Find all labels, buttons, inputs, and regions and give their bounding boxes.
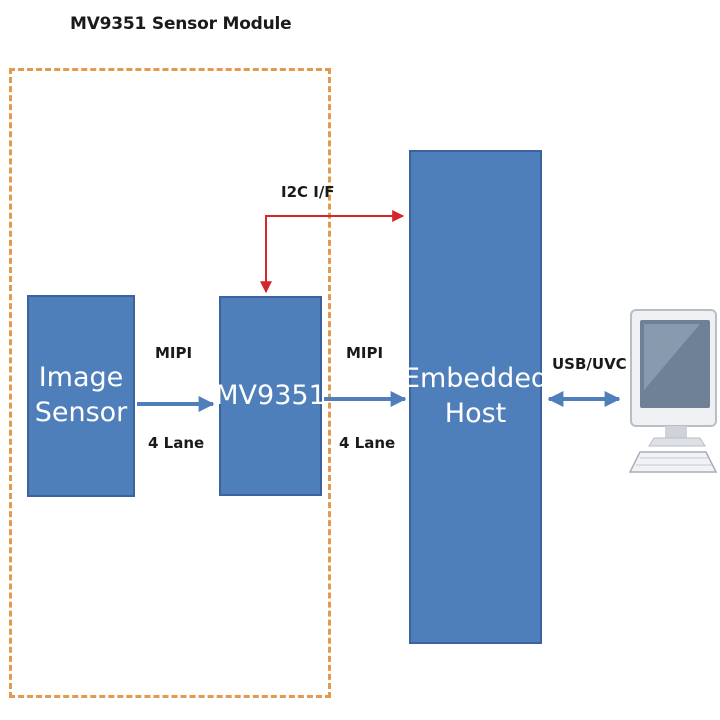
lane-label-2: 4 Lane xyxy=(339,434,396,452)
host-label-line2: Host xyxy=(444,398,507,429)
sensor-module-boundary xyxy=(9,68,331,698)
mv9351-label: MV9351 xyxy=(215,379,326,411)
i2c-label: I2C I/F xyxy=(281,183,335,201)
mipi-label-2: MIPI xyxy=(346,344,384,362)
image-sensor-label-line2: Sensor xyxy=(34,397,128,428)
mipi-label-1: MIPI xyxy=(155,344,193,362)
desktop-computer-icon xyxy=(628,309,718,473)
image-sensor-label-line1: Image xyxy=(38,362,124,394)
embedded-host-block: Embedded Host xyxy=(403,150,548,644)
i2c-control-bus xyxy=(260,210,405,294)
module-title: MV9351 Sensor Module xyxy=(70,14,292,34)
host-label-line1: Embedded xyxy=(402,363,549,395)
image-sensor-block: Image Sensor xyxy=(27,295,135,497)
usb-uvc-label: USB/UVC xyxy=(552,355,627,373)
lane-label-1: 4 Lane xyxy=(148,434,205,452)
mv9351-block: MV9351 xyxy=(215,296,326,496)
